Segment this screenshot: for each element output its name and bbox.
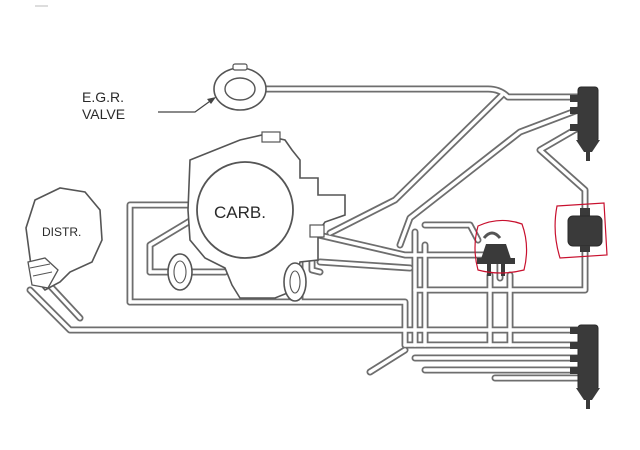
- egr-arrowhead: [207, 97, 216, 104]
- distr-label: DISTR.: [42, 225, 81, 239]
- vacuum-switch-highlight: [474, 219, 528, 274]
- vacuum-switch-icon: [477, 231, 515, 276]
- vacuum-tree-lower: [570, 324, 600, 409]
- egr-label-line2: VALVE: [82, 106, 125, 122]
- egr-label-line1: E.G.R.: [82, 89, 124, 105]
- distributor-icon: [25, 187, 103, 292]
- vacuum-tree-upper: [570, 86, 600, 161]
- egr-valve-icon: [213, 63, 267, 111]
- carb-label: CARB.: [214, 203, 266, 222]
- vacuum-canister-highlight: [554, 202, 608, 259]
- vacuum-canister-icon: [567, 208, 603, 252]
- egr-leader-arrow: [158, 98, 214, 113]
- carburetor-icon: [167, 131, 346, 302]
